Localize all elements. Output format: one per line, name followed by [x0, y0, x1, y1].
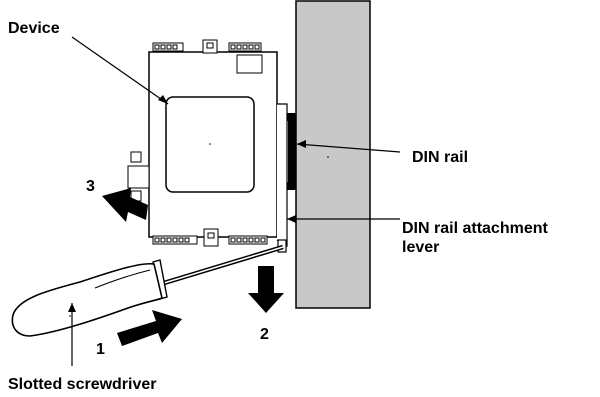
lever-leader-head [287, 215, 296, 223]
din-rail [279, 113, 296, 190]
left-connector [127, 151, 150, 202]
step2-number: 2 [260, 326, 269, 343]
din-rail-label: DIN rail [412, 149, 468, 166]
step3-arrow [102, 188, 148, 222]
mounting-panel-dot [327, 156, 329, 158]
slotted-screwdriver [11, 244, 284, 337]
din-rail-leader-head [297, 140, 306, 148]
step1-arrow [117, 310, 182, 346]
din-rail-leader [296, 143, 401, 153]
device-label-plate [236, 54, 263, 74]
device-center-dot [209, 143, 211, 145]
bottom-terminals [152, 228, 268, 247]
screwdriver-leader-head [68, 303, 76, 312]
screwdriver-label: Slotted screwdriver [8, 376, 157, 393]
device-side [276, 103, 288, 248]
device-leader [71, 36, 169, 105]
step2-arrow [248, 266, 284, 313]
step3-number: 3 [86, 178, 95, 195]
device-leader-head [158, 95, 168, 104]
screwdriver-handle-ridge [94, 269, 151, 289]
device [127, 39, 288, 248]
attachment-lever-label-line1: DIN rail attachment [402, 220, 548, 237]
screwdriver-handle [11, 262, 163, 337]
mounting-panel [295, 0, 371, 309]
step1-number: 1 [96, 341, 105, 358]
attachment-lever-label-line2: lever [402, 239, 439, 256]
device-label: Device [8, 20, 60, 37]
top-terminals [152, 39, 262, 54]
